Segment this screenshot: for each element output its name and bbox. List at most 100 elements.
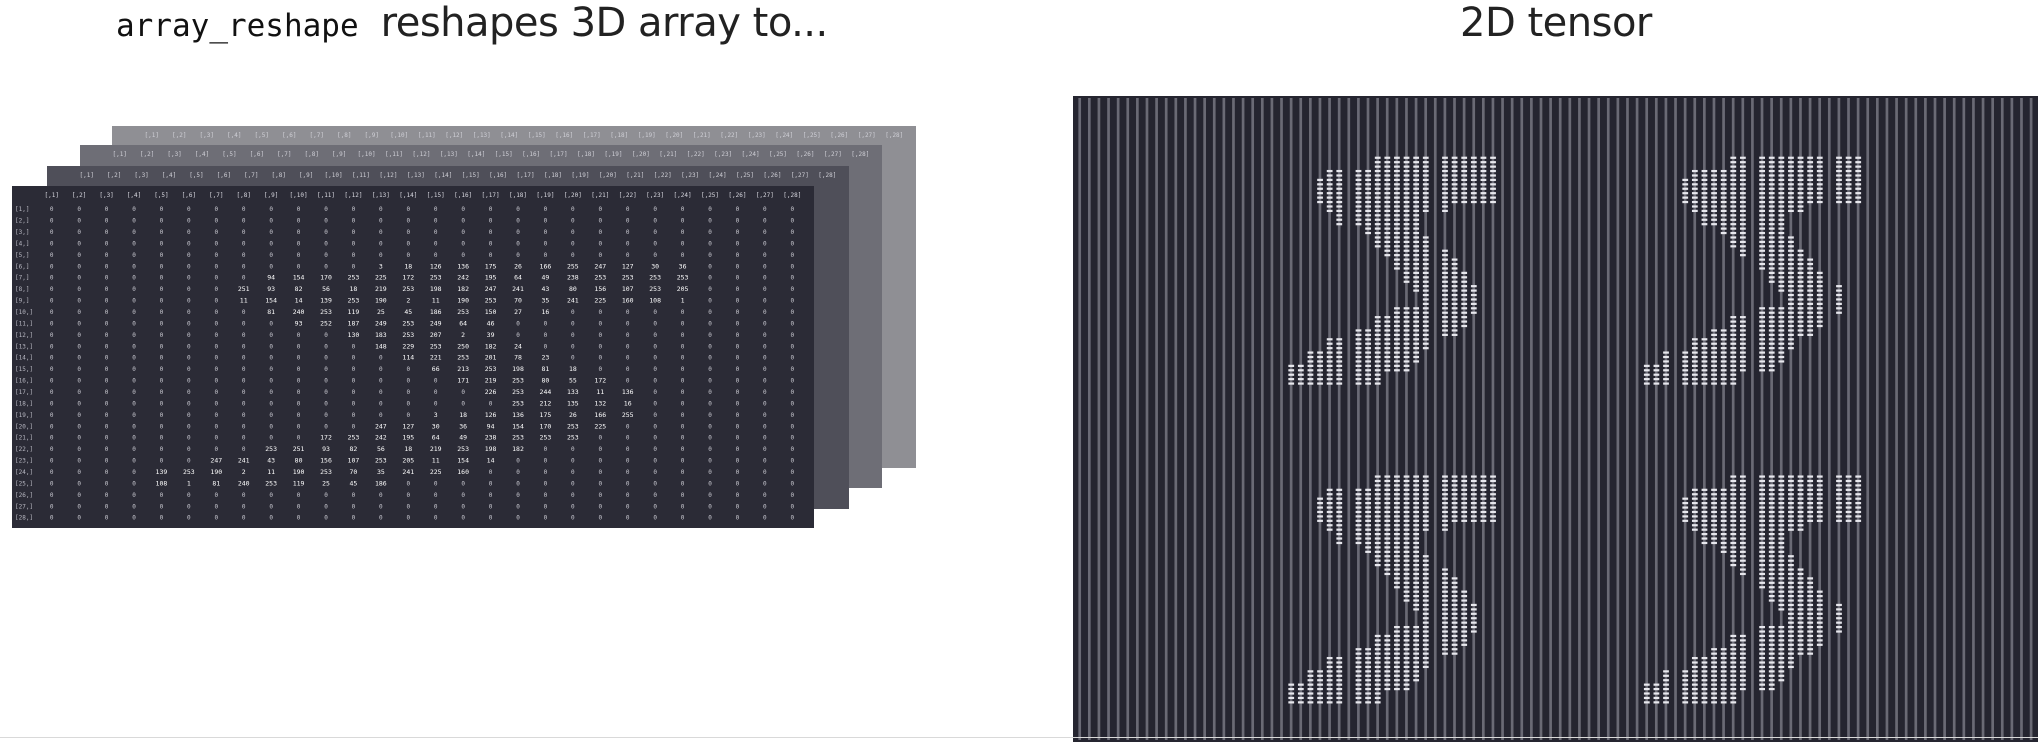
tensor-bright-cell xyxy=(1470,475,1477,478)
tensor-bright-cell xyxy=(1778,528,1785,531)
tensor-bright-cell xyxy=(1807,493,1814,496)
tensor-bright-cell xyxy=(1422,581,1429,584)
tensor-bright-cell xyxy=(1394,165,1400,168)
tensor-bright-cell xyxy=(1317,502,1323,505)
tensor-bright-cell xyxy=(1451,577,1458,580)
tensor-bright-cell xyxy=(1816,178,1823,182)
tensor-bright-cell xyxy=(1643,364,1650,367)
pixel-zero: 0 xyxy=(489,469,493,476)
pixel-zero: 0 xyxy=(214,515,218,522)
pixel-zero: 0 xyxy=(242,309,246,316)
pixel-zero: 0 xyxy=(516,218,520,225)
tensor-bright-cell xyxy=(1691,687,1698,691)
tensor-bright-cell xyxy=(1422,643,1429,646)
tensor-bright-cell xyxy=(1365,524,1371,527)
tensor-bright-cell xyxy=(1365,528,1371,531)
tensor-bright-cell xyxy=(1394,555,1400,558)
tensor-bright-cell xyxy=(1413,218,1420,221)
pixel-zero: 0 xyxy=(242,446,246,453)
tensor-bright-cell xyxy=(1422,165,1429,168)
pixel-zero: 0 xyxy=(297,252,301,259)
tensor-bright-cell xyxy=(1413,497,1420,500)
pixel-zero: 0 xyxy=(736,320,740,327)
tensor-bright-cell xyxy=(1845,169,1852,173)
tensor-bright-cell xyxy=(1374,679,1381,682)
pixel-zero: 0 xyxy=(571,492,575,499)
pixel-zero: 0 xyxy=(50,503,54,510)
pixel-zero: 0 xyxy=(77,206,81,213)
tensor-bright-cell xyxy=(1845,174,1852,177)
tensor-bright-cell xyxy=(1365,214,1371,217)
tensor-bright-cell xyxy=(1643,382,1650,385)
tensor-bright-cell xyxy=(1701,679,1708,682)
tensor-bright-cell xyxy=(1442,161,1448,164)
tensor-bright-cell xyxy=(1720,546,1727,549)
tensor-bright-cell xyxy=(1461,298,1468,301)
tensor-bright-cell xyxy=(1365,661,1371,664)
tensor-bright-cell xyxy=(1691,373,1698,376)
tensor-bright-cell xyxy=(1413,338,1420,341)
tensor-bright-cell xyxy=(1336,223,1343,226)
tensor-bright-cell xyxy=(1394,524,1400,527)
tensor-bright-cell xyxy=(1326,661,1333,664)
tensor-bright-cell xyxy=(1422,245,1429,248)
tensor-bright-cell xyxy=(1768,634,1775,638)
tensor-bright-cell xyxy=(1365,360,1371,363)
pixel-zero: 0 xyxy=(571,320,575,327)
tensor-bright-cell xyxy=(1403,572,1410,576)
tensor-column xyxy=(1558,98,1562,740)
tensor-bright-cell xyxy=(1778,555,1785,558)
pixel-zero: 0 xyxy=(50,252,54,259)
pixel-zero: 0 xyxy=(598,355,602,362)
pixel-zero: 0 xyxy=(187,343,191,350)
tensor-column xyxy=(1539,98,1543,740)
tensor-bright-cell xyxy=(1307,351,1314,354)
tensor-bright-cell xyxy=(1451,329,1458,332)
pixel-zero: 0 xyxy=(598,366,602,373)
tensor-bright-cell xyxy=(1384,347,1391,350)
tensor-bright-cell xyxy=(1326,497,1333,500)
pixel-value: 198 xyxy=(485,445,497,453)
tensor-bright-cell xyxy=(1759,196,1765,199)
pixel-zero: 0 xyxy=(214,332,218,339)
tensor-bright-cell xyxy=(1768,568,1775,571)
pixel-value: 156 xyxy=(594,285,606,293)
tensor-bright-cell xyxy=(1480,484,1487,487)
tensor-bright-cell xyxy=(1403,240,1410,244)
tensor-bright-cell xyxy=(1394,519,1400,522)
tensor-bright-cell xyxy=(1740,236,1746,239)
tensor-bright-cell xyxy=(1663,364,1669,367)
tensor-bright-cell xyxy=(1374,169,1381,173)
pixel-zero: 0 xyxy=(324,332,328,339)
tensor-bright-cell xyxy=(1470,289,1477,292)
pixel-zero: 0 xyxy=(379,515,383,522)
pixel-zero: 0 xyxy=(214,446,218,453)
tensor-bright-cell xyxy=(1490,174,1496,177)
tensor-bright-cell xyxy=(1730,701,1737,704)
tensor-bright-cell xyxy=(1451,493,1458,496)
pixel-zero: 0 xyxy=(160,252,164,259)
pixel-zero: 0 xyxy=(406,389,410,396)
tensor-bright-cell xyxy=(1788,249,1794,252)
tensor-bright-cell xyxy=(1413,183,1420,186)
pixel-zero: 0 xyxy=(653,423,657,430)
pixel-zero: 0 xyxy=(708,240,712,247)
tensor-bright-cell xyxy=(1336,687,1343,691)
tensor-bright-cell xyxy=(1317,692,1323,695)
tensor-bright-cell xyxy=(1711,493,1717,496)
tensor-bright-cell xyxy=(1855,156,1862,159)
tensor-bright-cell xyxy=(1730,192,1737,195)
tensor-bright-cell xyxy=(1384,479,1391,483)
tensor-bright-cell xyxy=(1413,479,1420,483)
tensor-bright-cell xyxy=(1336,200,1343,204)
tensor-bright-cell xyxy=(1807,594,1814,598)
pixel-value: 119 xyxy=(348,308,360,316)
tensor-bright-cell xyxy=(1288,364,1295,367)
pixel-zero: 0 xyxy=(653,480,657,487)
pixel-zero: 0 xyxy=(214,206,218,213)
tensor-bright-cell xyxy=(1422,497,1429,500)
tensor-bright-cell xyxy=(1297,687,1304,691)
tensor-bright-cell xyxy=(1759,347,1765,350)
tensor-bright-cell xyxy=(1403,541,1410,545)
pixel-zero: 0 xyxy=(571,503,575,510)
